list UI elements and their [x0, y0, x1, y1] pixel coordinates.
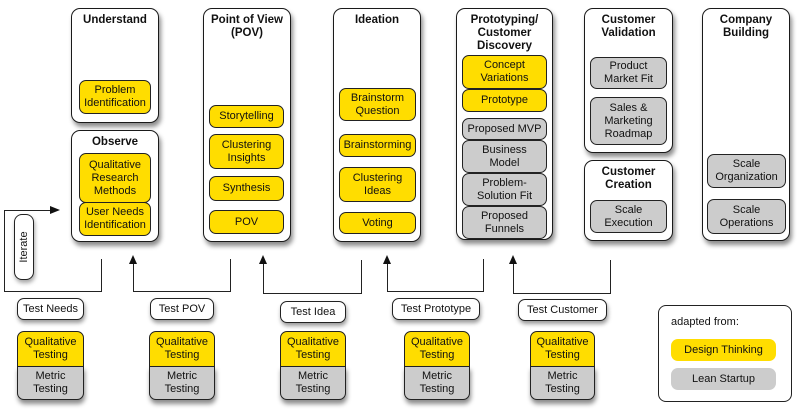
test-idea-qualitative: Qualitative Testing — [280, 331, 346, 367]
test-customer-metric: Metric Testing — [530, 366, 595, 400]
arrow-up-icon — [383, 255, 391, 264]
test-prototype-label: Test Prototype — [392, 298, 480, 320]
phase-title: Company Building — [719, 14, 773, 39]
phase-title: Customer Validation — [601, 14, 656, 39]
item-proposed-mvp: Proposed MVP — [462, 118, 547, 140]
legend-lean-startup: Lean Startup — [671, 368, 776, 390]
connector-idea — [263, 262, 265, 293]
connector-idea — [361, 260, 363, 294]
item-user-needs-identification: User Needs Identification — [79, 202, 151, 236]
test-pov-metric: Metric Testing — [149, 366, 215, 400]
arrow-right-icon — [50, 206, 60, 214]
iterate-line-top — [4, 210, 54, 212]
phase-customer-creation: Customer Creation Scale Execution — [584, 160, 673, 241]
phase-ideation: Ideation Brainstorm Question Brainstormi… — [333, 8, 421, 242]
phase-title: Customer Creation — [601, 166, 656, 191]
test-idea-metric: Metric Testing — [280, 366, 346, 400]
connector-prototype — [483, 259, 485, 292]
item-voting: Voting — [339, 212, 416, 234]
test-pov-qualitative: Qualitative Testing — [149, 331, 215, 367]
connector-customer — [513, 293, 611, 295]
item-clustering-insights: Clustering Insights — [209, 134, 284, 169]
test-idea-label: Test Idea — [280, 301, 346, 323]
connector-customer — [513, 262, 515, 293]
phase-customer-validation: Customer Validation Product Market Fit S… — [584, 8, 673, 153]
item-qualitative-research-methods: Qualitative Research Methods — [79, 153, 151, 203]
item-clustering-ideas: Clustering Ideas — [339, 167, 416, 202]
test-pov-label: Test POV — [150, 298, 214, 320]
iterate-line-left — [4, 210, 6, 292]
arrow-up-icon — [259, 255, 267, 264]
phase-prototyping-customer-discovery: Prototyping/ Customer Discovery Concept … — [456, 8, 553, 240]
item-pov: POV — [209, 210, 284, 234]
connector-pov — [230, 259, 232, 292]
connector-idea — [263, 293, 361, 295]
phase-title: Understand — [83, 14, 147, 26]
phase-observe: Observe Qualitative Research Methods Use… — [71, 130, 159, 242]
connector-pov — [133, 291, 231, 293]
phase-title: Prototyping/ Customer Discovery — [470, 14, 539, 52]
item-business-model: Business Model — [462, 140, 547, 173]
item-synthesis: Synthesis — [209, 176, 284, 201]
phase-title: Observe — [91, 136, 139, 148]
item-problem-identification: Problem Identification — [79, 80, 151, 114]
item-proposed-funnels: Proposed Funnels — [462, 206, 547, 239]
item-scale-execution: Scale Execution — [590, 200, 667, 233]
phase-point-of-view: Point of View (POV) Storytelling Cluster… — [203, 8, 291, 242]
item-product-market-fit: Product Market Fit — [590, 57, 667, 89]
arrow-up-icon — [129, 255, 137, 264]
legend: adapted from: Design Thinking Lean Start… — [658, 305, 792, 402]
iterate-line-up — [101, 259, 103, 292]
phase-company-building: Company Building Scale Organization Scal… — [702, 8, 790, 241]
test-needs-label: Test Needs — [17, 298, 84, 320]
test-needs-metric: Metric Testing — [17, 366, 84, 400]
item-scale-organization: Scale Organization — [707, 154, 786, 188]
phase-title: Ideation — [354, 14, 400, 26]
iterate-line-bottom — [4, 291, 102, 293]
connector-pov — [133, 262, 135, 292]
connector-prototype — [387, 262, 389, 292]
item-brainstorm-question: Brainstorm Question — [339, 88, 416, 121]
phase-title: Point of View (POV) — [211, 14, 283, 39]
test-prototype-qualitative: Qualitative Testing — [404, 331, 470, 367]
test-prototype-metric: Metric Testing — [404, 366, 470, 400]
iterate-label-box: Iterate — [14, 214, 34, 280]
item-sales-marketing-roadmap: Sales & Marketing Roadmap — [590, 97, 667, 145]
arrow-up-icon — [509, 255, 517, 264]
connector-prototype — [387, 291, 484, 293]
item-storytelling: Storytelling — [209, 105, 284, 128]
item-concept-variations: Concept Variations — [462, 55, 547, 89]
item-scale-operations: Scale Operations — [707, 199, 786, 234]
iterate-label: Iterate — [18, 231, 30, 263]
legend-design-thinking: Design Thinking — [671, 339, 776, 361]
test-customer-qualitative: Qualitative Testing — [530, 331, 595, 367]
legend-title: adapted from: — [671, 316, 739, 328]
test-needs-qualitative: Qualitative Testing — [17, 331, 84, 367]
connector-customer — [610, 260, 612, 294]
item-prototype: Prototype — [462, 89, 547, 112]
item-brainstorming: Brainstorming — [339, 134, 416, 157]
item-problem-solution-fit: Problem- Solution Fit — [462, 173, 547, 206]
phase-understand: Understand Problem Identification — [71, 8, 159, 123]
test-customer-label: Test Customer — [518, 299, 607, 321]
